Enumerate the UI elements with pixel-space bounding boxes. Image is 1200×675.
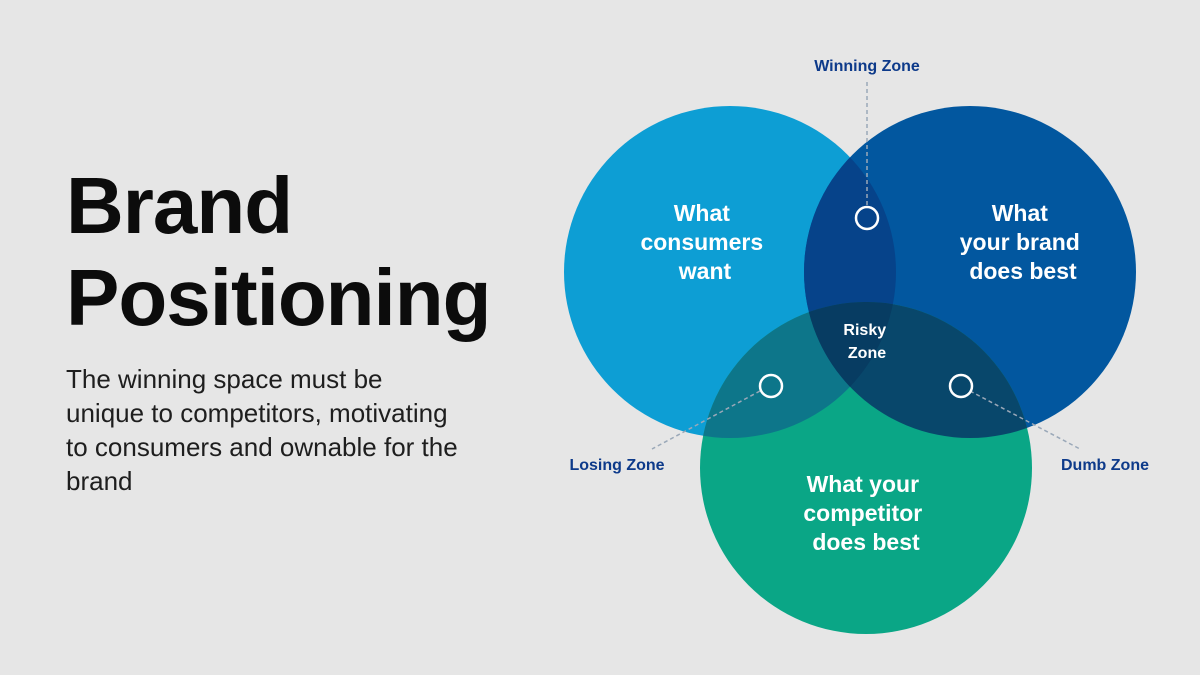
risky-zone-label: Risky Zone xyxy=(843,322,890,362)
competitor-label: What your competitor does best xyxy=(803,471,928,555)
title-line-1: Brand xyxy=(66,161,293,250)
title-line-2: Positioning xyxy=(66,253,492,342)
dumb-zone-label: Dumb Zone xyxy=(1061,457,1149,474)
brand-label: What your brand does best xyxy=(960,200,1087,284)
losing-zone-marker xyxy=(758,373,784,399)
losing-zone-label: Losing Zone xyxy=(569,457,664,474)
consumers-label: What consumers want xyxy=(640,200,769,284)
page-title: Brand Positioning xyxy=(66,160,492,344)
winning-zone-label: Winning Zone xyxy=(814,58,920,75)
description-text: The winning space must be unique to comp… xyxy=(66,364,458,496)
winning-zone-marker xyxy=(854,205,880,231)
dumb-zone-marker xyxy=(948,373,974,399)
